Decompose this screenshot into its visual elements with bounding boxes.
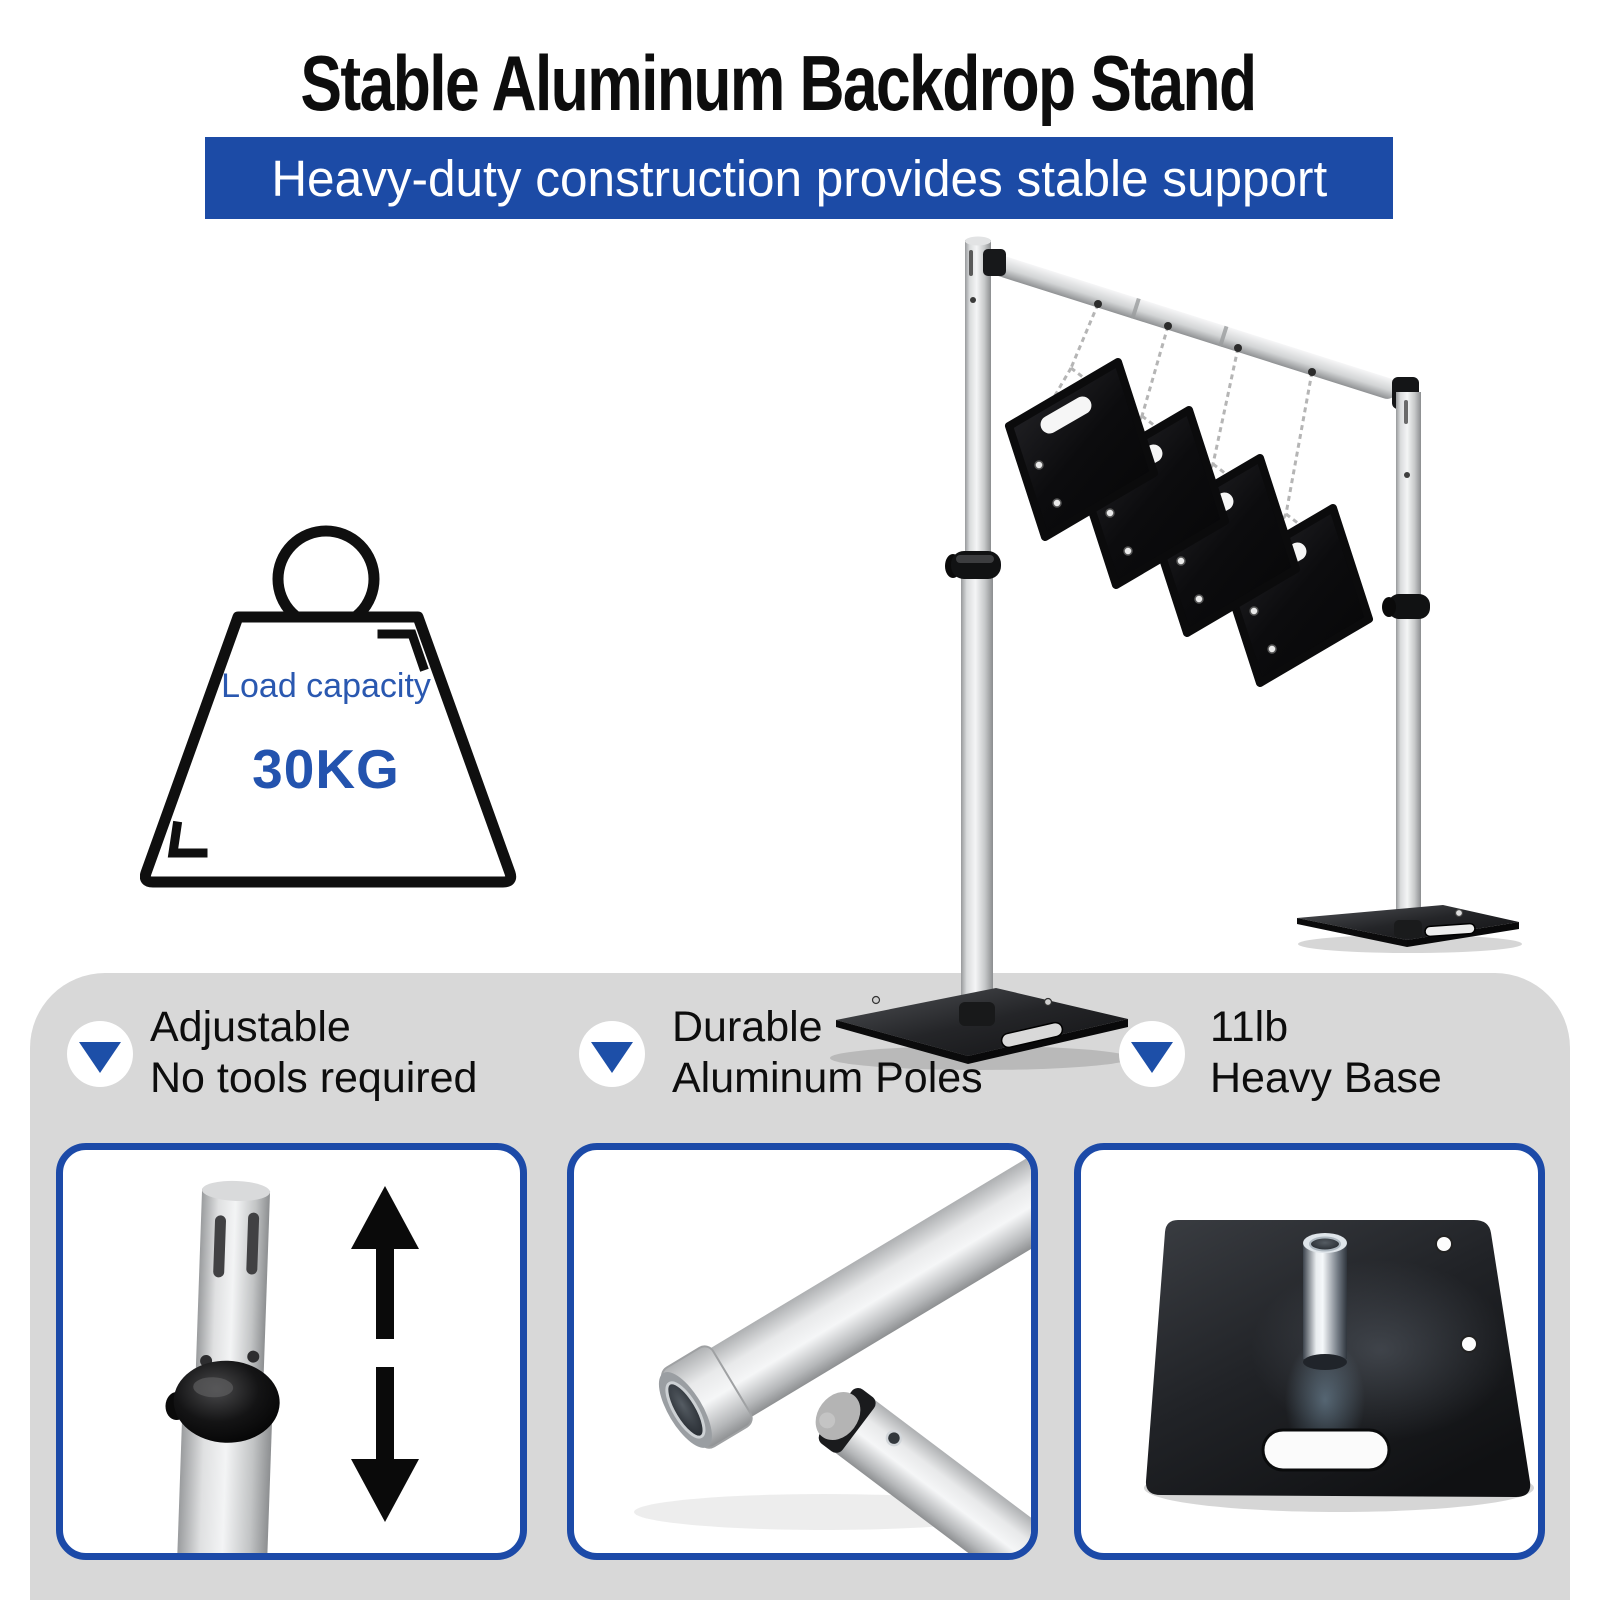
up-down-arrows-icon	[351, 1186, 419, 1522]
load-capacity-label: Load capacity	[221, 667, 431, 705]
handle-cutout	[1261, 1428, 1391, 1472]
headline-banner: Heavy-duty construction provides stable …	[205, 137, 1393, 219]
chain-hooks	[1094, 300, 1316, 376]
left-elbow-fitting	[983, 249, 1006, 276]
panel-aluminum-poles	[567, 1143, 1038, 1560]
hanging-plate-2	[1080, 410, 1225, 585]
down-triangle-icon	[1119, 1021, 1185, 1087]
hanging-chains	[1041, 303, 1314, 563]
right-pole-clamp	[1388, 594, 1430, 619]
weight-icon	[140, 525, 517, 888]
load-capacity-value: 30KG	[252, 738, 400, 800]
left-pole-upper	[965, 240, 991, 556]
feature-line2: Aluminum Poles	[672, 1054, 983, 1102]
feature-adjustable-text: Adjustable No tools required	[150, 1002, 477, 1104]
page-title: Stable Aluminum Backdrop Stand	[300, 39, 1257, 127]
right-base-shadow	[1298, 935, 1522, 953]
load-capacity-badge: Load capacity 30KG	[140, 495, 560, 895]
hanging-plate-4	[1224, 508, 1369, 683]
page-title-wrap: Stable Aluminum Backdrop Stand	[0, 38, 1556, 129]
steel-base-plate-photo	[1144, 1220, 1534, 1512]
feature-line2: No tools required	[150, 1054, 478, 1102]
feature-line1: Durable	[672, 1003, 823, 1051]
right-elbow-fitting	[1392, 377, 1419, 409]
pole-with-open-end	[658, 1150, 1031, 1449]
headline-banner-text: Heavy-duty construction provides stable …	[271, 149, 1327, 207]
right-pole	[1396, 392, 1421, 922]
panel-base-plate	[1074, 1143, 1545, 1560]
feature-line2: Heavy Base	[1210, 1054, 1442, 1102]
aluminum-poles-photo	[634, 1150, 1031, 1553]
feature-durable-text: Durable Aluminum Poles	[672, 1002, 983, 1104]
right-base-plate	[1297, 905, 1519, 940]
down-triangle-icon	[67, 1021, 133, 1087]
hanging-plate-1	[1009, 362, 1154, 537]
left-pole-clamp	[951, 551, 1001, 579]
feature-line1: 11lb	[1210, 1003, 1289, 1051]
feature-heavy-base-text: 11lb Heavy Base	[1210, 1002, 1442, 1104]
telescoping-pole-with-arrows-photo	[165, 1180, 419, 1553]
left-pole-lower	[961, 570, 993, 1015]
hanging-plate-3	[1151, 458, 1296, 633]
pole-with-capped-end	[815, 1388, 1031, 1553]
panel-telescoping-pole	[56, 1143, 527, 1560]
down-triangle-icon	[579, 1021, 645, 1087]
feature-line1: Adjustable	[150, 1003, 351, 1051]
pole-socket-tube	[1303, 1243, 1347, 1359]
crossbar	[988, 254, 1398, 399]
